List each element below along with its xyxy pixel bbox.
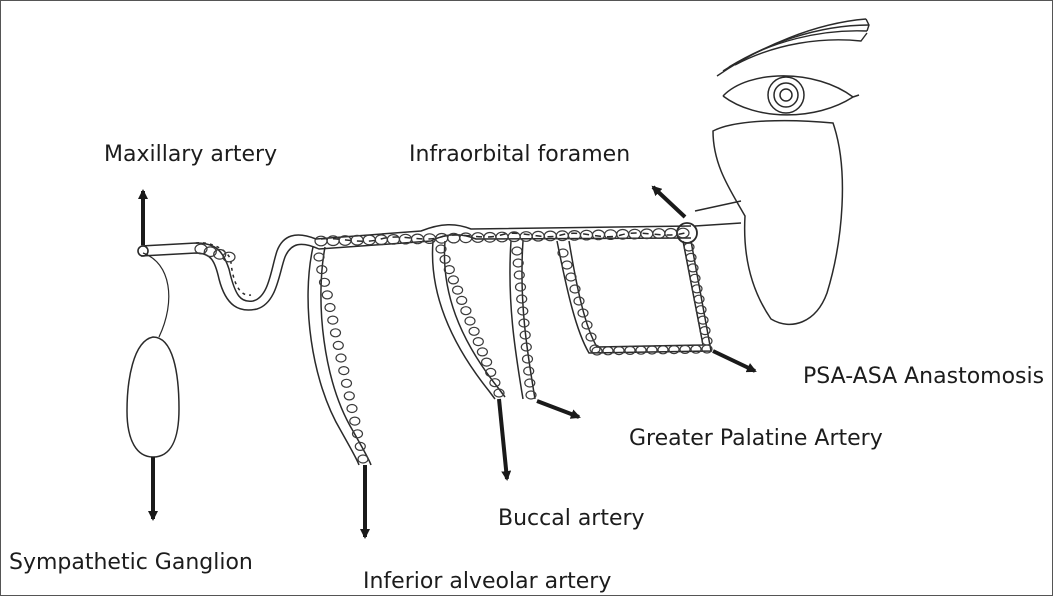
coil-loop	[512, 247, 522, 255]
coil-loop	[669, 346, 679, 354]
coil-loop	[314, 253, 324, 261]
coil-loop	[702, 337, 712, 345]
coil-loop	[629, 229, 641, 239]
maxilla-outline	[695, 121, 842, 325]
buccal-artery-arrow	[499, 399, 507, 479]
coil-loop	[603, 347, 613, 355]
coil-loop	[322, 291, 332, 299]
coil-loop	[700, 327, 710, 335]
coil-loop	[647, 346, 657, 354]
coil-loop	[358, 455, 368, 463]
coil-loop	[691, 345, 701, 353]
label-sympathetic-ganglion: Sympathetic Ganglion	[9, 552, 253, 574]
coil-loop	[665, 229, 677, 239]
coil-loop	[496, 232, 508, 242]
coil-loop	[514, 271, 524, 279]
coil-loop	[375, 235, 387, 245]
label-psa-asa-anastomosis: PSA-ASA Anastomosis	[803, 366, 1044, 388]
coil-loop	[333, 341, 343, 349]
coil-loop	[344, 392, 354, 400]
coil-loop	[698, 316, 708, 324]
coil-loop	[453, 286, 463, 294]
sympathetic-ganglion-shape	[127, 337, 179, 457]
coil-loop	[524, 367, 534, 375]
coil-loop	[614, 347, 624, 355]
coil-loop	[347, 405, 357, 413]
coil-loop	[461, 307, 471, 315]
coil-loop	[680, 345, 690, 353]
infraorbital-foramen-arrow	[653, 187, 685, 217]
coil-loop	[692, 285, 702, 293]
coil-loop	[562, 261, 572, 269]
coil-loop	[387, 235, 399, 245]
coil-loop	[696, 306, 706, 314]
coil-loop	[516, 283, 526, 291]
coil-loop	[473, 338, 483, 346]
coil-loop	[350, 417, 360, 425]
coil-loop	[566, 273, 576, 281]
coil-loop	[523, 355, 533, 363]
coil-loop	[469, 327, 479, 335]
coil-loop	[448, 276, 458, 284]
inferior-alveolar-branch	[308, 247, 371, 465]
coil-loop	[342, 379, 352, 387]
coil-loop	[325, 304, 335, 312]
coil-loop	[525, 379, 535, 387]
coil-loop	[653, 229, 665, 239]
coil-loop	[460, 233, 472, 243]
maxillary-artery-trunk	[141, 225, 691, 310]
coil-loop	[351, 235, 363, 245]
coil-loop	[658, 346, 668, 354]
coil-loop	[636, 346, 646, 354]
coil-loop	[315, 236, 327, 246]
coil-loop	[328, 316, 338, 324]
label-maxillary-artery: Maxillary artery	[104, 144, 277, 166]
coil-loop	[339, 367, 349, 375]
psa-asa-arrow	[713, 351, 755, 371]
sympathetic-connection	[143, 253, 169, 337]
coil-loop	[520, 232, 532, 242]
coil-loop	[574, 297, 584, 305]
coil-loop	[517, 295, 527, 303]
coil-loop	[477, 348, 487, 356]
coil-loop	[592, 347, 602, 355]
coil-loop	[482, 358, 492, 366]
label-inferior-alveolar-artery: Inferior alveolar artery	[363, 571, 611, 593]
coil-loop	[457, 296, 467, 304]
eyebrow-sketch	[717, 19, 869, 76]
coil-loop	[465, 317, 475, 325]
coil-loop	[336, 354, 346, 362]
label-buccal-artery: Buccal artery	[498, 508, 645, 530]
maxillary-origin-ring	[138, 246, 148, 256]
label-greater-palatine-artery: Greater Palatine Artery	[629, 428, 883, 450]
label-infraorbital-foramen: Infraorbital foramen	[409, 144, 630, 166]
coil-loop	[694, 295, 704, 303]
coil-loop	[625, 346, 635, 354]
coil-loop	[331, 329, 341, 337]
eye-sketch	[723, 76, 859, 115]
greater-palatine-arrow	[537, 401, 579, 417]
